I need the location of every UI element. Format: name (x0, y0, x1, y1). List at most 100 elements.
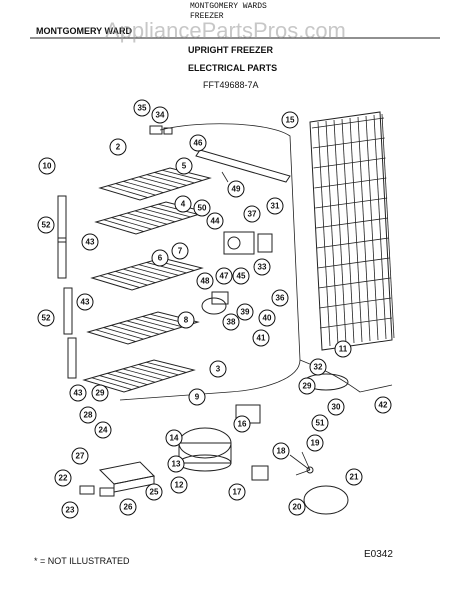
wire-shelf (86, 311, 200, 345)
callout-32: 32 (309, 358, 327, 376)
svg-text:38: 38 (227, 318, 236, 327)
callout-11: 11 (334, 340, 352, 358)
svg-text:12: 12 (175, 481, 184, 490)
svg-text:30: 30 (332, 403, 341, 412)
compressor (178, 427, 232, 472)
figure-code: E0342 (364, 549, 393, 560)
callout-48: 48 (196, 272, 214, 290)
thermostat-assembly (223, 231, 273, 255)
callout-8: 8 (177, 311, 195, 329)
callout-23: 23 (61, 501, 79, 519)
svg-text:33: 33 (258, 263, 267, 272)
wire-shelf (82, 359, 196, 393)
svg-text:16: 16 (238, 420, 247, 429)
callout-34: 34 (151, 106, 169, 124)
callout-10: 10 (38, 157, 56, 175)
callout-25: 25 (145, 483, 163, 501)
model-left-label: MONTGOMERY WARD (36, 26, 132, 36)
callout-47: 47 (215, 267, 233, 285)
svg-text:29: 29 (303, 382, 312, 391)
callout-22: 22 (54, 469, 72, 487)
fan-motor (201, 291, 229, 315)
callout-38: 38 (222, 313, 240, 331)
svg-text:21: 21 (350, 473, 359, 482)
diagram-title-2: ELECTRICAL PARTS (188, 63, 278, 73)
svg-text:34: 34 (156, 111, 165, 120)
callout-19: 19 (306, 434, 324, 452)
callout-24: 24 (94, 421, 112, 439)
connector-26 (99, 487, 115, 497)
svg-text:43: 43 (86, 238, 95, 247)
svg-text:7: 7 (178, 247, 183, 256)
svg-text:3: 3 (216, 365, 221, 374)
callout-14: 14 (165, 429, 183, 447)
callout-4: 4 (174, 195, 192, 213)
callout-29: 29 (298, 377, 316, 395)
callout-52: 52 (37, 216, 55, 234)
svg-text:48: 48 (201, 277, 210, 286)
callout-40: 40 (258, 309, 276, 327)
callout-17: 17 (228, 483, 246, 501)
svg-text:40: 40 (263, 314, 272, 323)
connector-22 (79, 485, 95, 495)
svg-text:52: 52 (42, 221, 51, 230)
callout-12: 12 (170, 476, 188, 494)
svg-text:32: 32 (314, 363, 323, 372)
diagram-title-1: UPRIGHT FREEZER (188, 45, 274, 55)
callout-29: 29 (91, 384, 109, 402)
svg-text:17: 17 (233, 488, 242, 497)
switch (251, 465, 269, 481)
svg-text:37: 37 (248, 210, 257, 219)
shelf-side-rails (57, 195, 77, 379)
callout-3: 3 (209, 360, 227, 378)
svg-text:6: 6 (158, 254, 163, 263)
svg-text:42: 42 (379, 401, 388, 410)
svg-text:20: 20 (293, 503, 302, 512)
svg-text:45: 45 (237, 272, 246, 281)
condenser-fan (289, 451, 349, 515)
callout-26: 26 (119, 498, 137, 516)
callout-7: 7 (171, 242, 189, 260)
heater-strip (195, 149, 291, 183)
svg-text:46: 46 (194, 139, 203, 148)
svg-text:15: 15 (286, 116, 295, 125)
callout-33: 33 (253, 258, 271, 276)
callout-21: 21 (345, 468, 363, 486)
callout-5: 5 (175, 157, 193, 175)
svg-text:52: 52 (42, 314, 51, 323)
svg-text:5: 5 (182, 162, 187, 171)
callout-27: 27 (71, 447, 89, 465)
model-code: FFT49688-7A (203, 80, 259, 90)
callout-36: 36 (271, 289, 289, 307)
svg-text:29: 29 (96, 389, 105, 398)
callout-46: 46 (189, 134, 207, 152)
callout-30: 30 (327, 398, 345, 416)
svg-text:22: 22 (59, 474, 68, 483)
svg-text:49: 49 (232, 185, 241, 194)
callout-39: 39 (236, 303, 254, 321)
svg-text:31: 31 (271, 202, 280, 211)
callout-51: 51 (311, 414, 329, 432)
callout-49: 49 (227, 180, 245, 198)
brand-line-2: FREEZER (190, 12, 224, 21)
callout-6: 6 (151, 249, 169, 267)
svg-text:25: 25 (150, 488, 159, 497)
callout-50: 50 (193, 199, 211, 217)
svg-text:19: 19 (311, 439, 320, 448)
wire-shelf (98, 167, 212, 201)
callout-20: 20 (288, 498, 306, 516)
callout-43: 43 (81, 233, 99, 251)
svg-text:44: 44 (211, 217, 220, 226)
callout-35: 35 (133, 99, 151, 117)
callout-2: 2 (109, 138, 127, 156)
callout-15: 15 (281, 111, 299, 129)
light-socket (149, 125, 173, 135)
callout-43: 43 (69, 384, 87, 402)
svg-text:43: 43 (81, 298, 90, 307)
evaporator-coil (309, 111, 395, 351)
watermark: AppliancePartsPros.com (105, 18, 346, 43)
svg-text:8: 8 (184, 316, 189, 325)
svg-text:24: 24 (99, 426, 108, 435)
callout-44: 44 (206, 212, 224, 230)
